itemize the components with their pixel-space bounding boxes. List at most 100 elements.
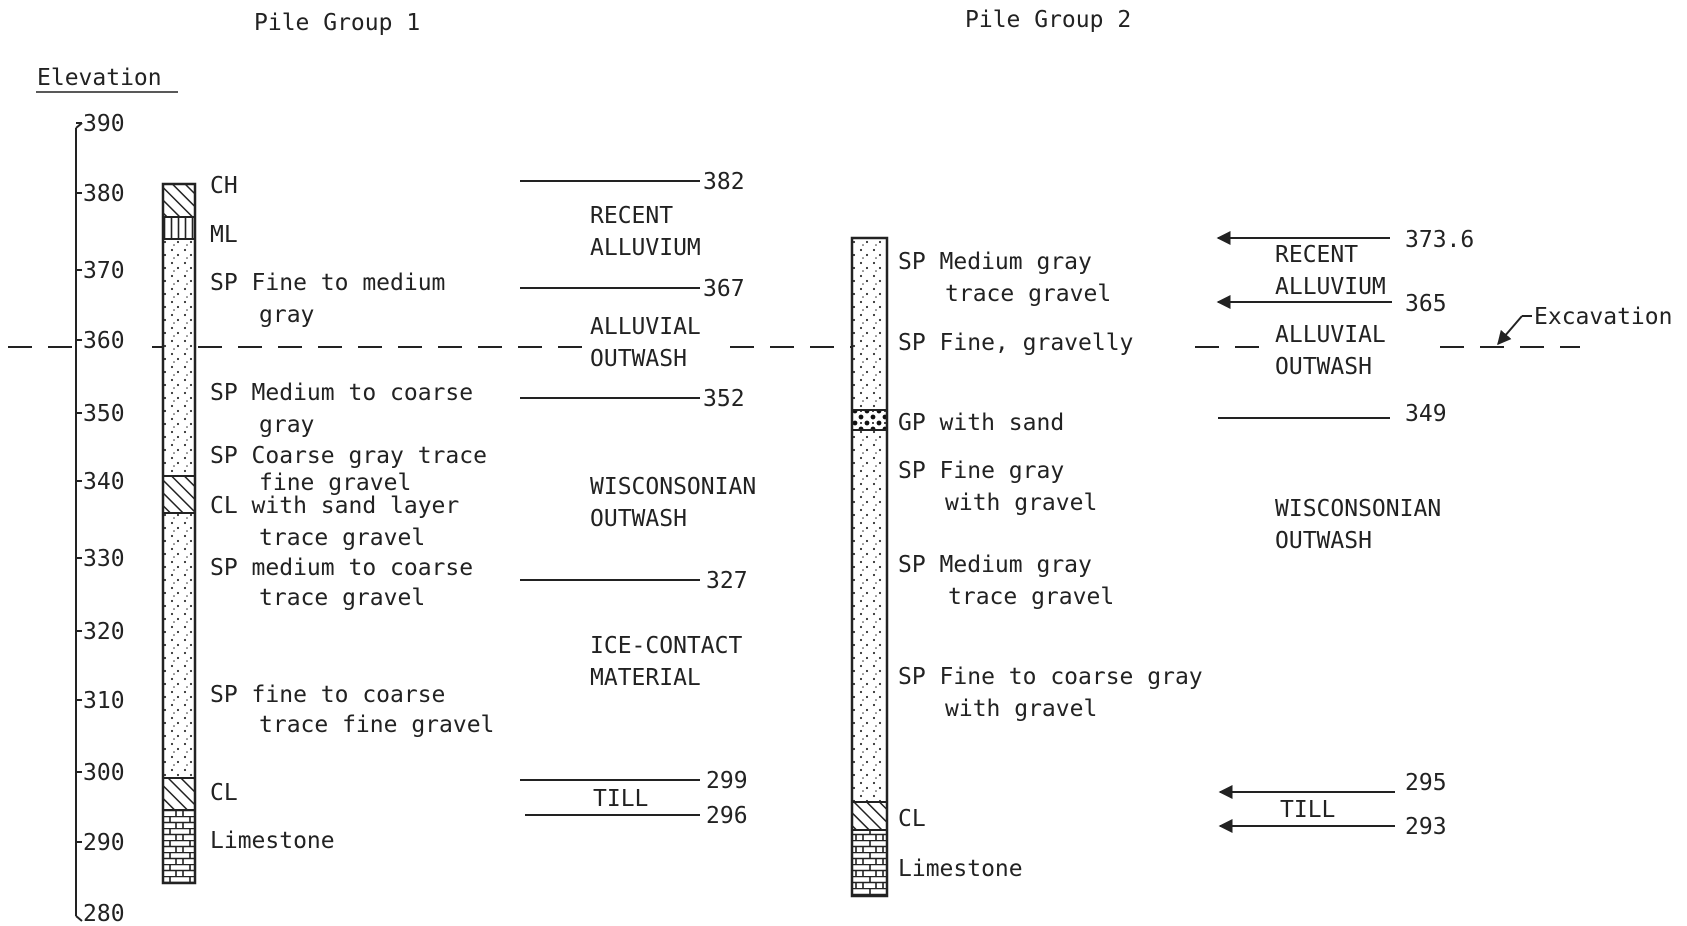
soil-ch-label: CH [210, 173, 238, 199]
soil-sp-medium-coarse-line1: SP Medium to coarse [210, 380, 473, 406]
stratum2-wisconsonian-line1: WISCONSONIAN [1275, 496, 1441, 522]
tick-280: 280 [83, 901, 125, 926]
soil2-sp-fine-coarse-line2: with gravel [945, 696, 1097, 722]
boundary2-label-349: 349 [1405, 401, 1447, 427]
soil2-gp-sand: GP with sand [898, 410, 1064, 436]
stratum-ice-contact-line1: ICE-CONTACT [590, 633, 742, 659]
soil2-sp-fine-gray-line2: with gravel [945, 490, 1097, 516]
tick-label-330: 330 [83, 546, 125, 572]
soil-sp-lower-line2: trace gravel [259, 585, 425, 611]
boundary-label-299: 299 [706, 768, 748, 794]
tick-330: 330 [76, 546, 125, 572]
tick-390: 390 [76, 111, 125, 137]
boundary-label-327: 327 [706, 568, 748, 594]
tick-290: 290 [76, 830, 125, 856]
layer-ch [163, 184, 195, 217]
tick-label-320: 320 [83, 619, 125, 645]
tick-300: 300 [76, 760, 125, 786]
soil-sp-fine-coarse-line1: SP fine to coarse [210, 682, 445, 708]
soil2-sp-medium-gray-line1: SP Medium gray [898, 552, 1092, 578]
stratum2-alluvial-line2: OUTWASH [1275, 354, 1372, 380]
boundary-label-367: 367 [703, 276, 745, 302]
stratum-recent-line2: ALLUVIUM [590, 235, 701, 261]
stratum2-alluvial-line1: ALLUVIAL [1275, 322, 1386, 348]
tick-label-390: 390 [83, 111, 125, 137]
tick-label-290: 290 [83, 830, 125, 856]
soil2-sp-medium-gray-line2: trace gravel [948, 584, 1114, 610]
tick-340: 340 [76, 469, 125, 495]
tick-label-380: 380 [83, 181, 125, 207]
layer-sp-upper [163, 239, 195, 476]
tick-360: 360 [76, 328, 125, 354]
stratum2-wisconsonian-line2: OUTWASH [1275, 528, 1372, 554]
stratum-till: TILL [593, 786, 648, 812]
stratum2-recent-line2: ALLUVIUM [1275, 274, 1386, 300]
soil-cl-sand-line1: CL with sand layer [210, 493, 459, 519]
soil-sp-fine-medium-line1: SP Fine to medium [210, 270, 445, 296]
layer-ml [163, 217, 195, 239]
boundaries-group-2 [1216, 231, 1395, 833]
layer-sp-lower [163, 513, 195, 778]
layer-cl-sand [163, 476, 195, 513]
stratum-ice-contact-line2: MATERIAL [590, 665, 701, 691]
soil-descriptions-group-2: SP Medium gray trace gravel SP Fine, gra… [898, 249, 1203, 882]
stratum-wisconsonian-line1: WISCONSONIAN [590, 474, 756, 500]
soil-sp-coarse-gray-line1: SP Coarse gray trace [210, 443, 487, 469]
stratum-recent-line1: RECENT [590, 203, 673, 229]
tick-380: 380 [76, 181, 125, 207]
boundary2-label-293: 293 [1405, 814, 1447, 840]
tick-350: 350 [76, 401, 125, 427]
layer-cl-till [163, 778, 195, 810]
soil-cl-label: CL [210, 780, 238, 806]
column-outline [161, 182, 197, 885]
stratum-alluvial-line1: ALLUVIAL [590, 314, 701, 340]
title-pile-group-2: Pile Group 2 [965, 7, 1131, 33]
soil-descriptions-group-1: CH ML SP Fine to medium gray SP Medium t… [210, 173, 494, 854]
title-pile-group-1: Pile Group 1 [254, 10, 420, 36]
soil2-sp-fine-gray-line1: SP Fine gray [898, 458, 1064, 484]
boundary-label-296: 296 [706, 803, 748, 829]
tick-370: 370 [76, 258, 125, 284]
boundary2-label-295: 295 [1405, 770, 1447, 796]
tick-label-370: 370 [83, 258, 125, 284]
soil2-sp-fine-gravelly: SP Fine, gravelly [898, 330, 1133, 356]
boundaries-group-1 [520, 180, 700, 816]
boundary-label-352: 352 [703, 386, 745, 412]
soil2-sp-fine-coarse-line1: SP Fine to coarse gray [898, 664, 1203, 690]
excavation-arrow [1497, 315, 1523, 346]
axis-bottom-cap [75, 915, 83, 922]
tick-label-280: 280 [83, 901, 125, 926]
tick-label-300: 300 [83, 760, 125, 786]
soil-sp-fine-medium-line2: gray [259, 302, 314, 328]
layer-sp-lower-2 [852, 430, 887, 802]
soil2-sp-medium-line1: SP Medium gray [898, 249, 1092, 275]
tick-label-310: 310 [83, 688, 125, 714]
soil-sp-fine-coarse-line2: trace fine gravel [259, 712, 494, 738]
excavation-label: Excavation [1534, 304, 1672, 330]
layer-sp-upper-2 [852, 238, 887, 410]
tick-label-350: 350 [83, 401, 125, 427]
layer-limestone [163, 810, 195, 883]
layer-cl-2 [852, 802, 887, 830]
boundary2-label-373-6: 373.6 [1405, 227, 1474, 253]
column-outline-2 [850, 236, 889, 898]
strata-group-1: RECENT ALLUVIUM ALLUVIAL OUTWASH WISCONS… [590, 203, 756, 812]
layer-limestone-2 [852, 830, 887, 896]
soil-ml-label: ML [210, 222, 238, 248]
soil2-sp-medium-line2: trace gravel [945, 281, 1111, 307]
soil-sp-coarse-gray-line2: fine gravel [259, 470, 411, 496]
boundary-label-382: 382 [703, 169, 745, 195]
soil-sp-lower-line1: SP medium to coarse [210, 555, 473, 581]
layer-gp-sand [852, 410, 887, 430]
stratum2-recent-line1: RECENT [1275, 242, 1358, 268]
tick-label-360: 360 [83, 328, 125, 354]
soil2-cl: CL [898, 806, 926, 832]
elevation-ticks: 390 380 370 360 350 340 330 320 310 300 … [76, 111, 125, 926]
stratum-alluvial-line2: OUTWASH [590, 346, 687, 372]
stratum-wisconsonian-line2: OUTWASH [590, 506, 687, 532]
boundary2-label-365: 365 [1405, 291, 1447, 317]
tick-label-340: 340 [83, 469, 125, 495]
soil-cl-sand-line2: trace gravel [259, 525, 425, 551]
